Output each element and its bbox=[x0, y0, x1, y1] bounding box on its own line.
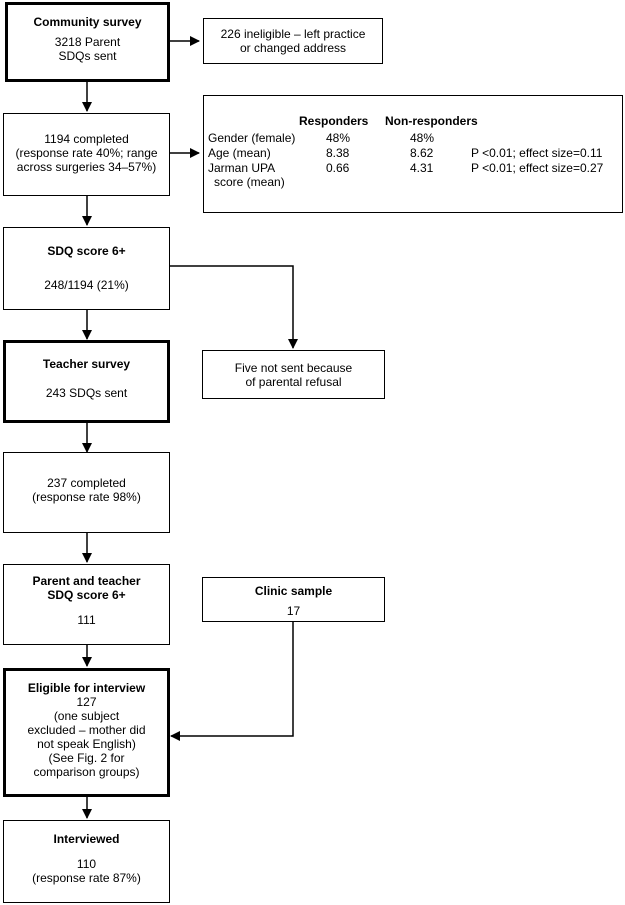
completed2-line-2: (response rate 98%) bbox=[32, 490, 141, 504]
parent-teacher-box: Parent and teacher SDQ score 6+ 111 bbox=[3, 564, 170, 645]
row-gender-nonresponders: 48% bbox=[410, 131, 435, 145]
community-survey-box: Community survey 3218 Parent SDQs sent bbox=[5, 2, 170, 82]
eligible-line-5: (See Fig. 2 for bbox=[48, 751, 125, 765]
row-age-nonresponders: 8.62 bbox=[410, 146, 434, 160]
ineligible-line-1: 226 ineligible – left practice bbox=[220, 27, 366, 41]
row-jarman-note: P <0.01; effect size=0.27 bbox=[471, 161, 604, 175]
eligible-interview-box: Eligible for interview 127 (one subject … bbox=[3, 668, 170, 797]
parent-teacher-value: 111 bbox=[77, 613, 96, 627]
completed1-line-3: across surgeries 34–57%) bbox=[16, 160, 157, 174]
eligible-line-3: excluded – mother did bbox=[27, 723, 146, 737]
interviewed-line-1: 110 bbox=[76, 857, 97, 871]
interviewed-line-2: (response rate 87%) bbox=[32, 871, 141, 885]
row-age-note: P <0.01; effect size=0.11 bbox=[471, 146, 603, 160]
parent-teacher-title-1: Parent and teacher bbox=[32, 574, 141, 588]
interviewed-title: Interviewed bbox=[53, 832, 120, 846]
interviewed-box: Interviewed 110 (response rate 87%) bbox=[3, 820, 170, 903]
arrow-clinic-to-eligible bbox=[170, 622, 294, 741]
sdq-score-title: SDQ score 6+ bbox=[47, 244, 126, 258]
header-responders: Responders bbox=[299, 114, 369, 128]
community-line-2: SDQs sent bbox=[58, 49, 117, 63]
eligible-line-6: comparison groups) bbox=[33, 765, 140, 779]
eligible-title: Eligible for interview bbox=[27, 681, 146, 695]
row-jarman-label-2: score (mean) bbox=[214, 175, 285, 189]
row-age-label: Age (mean) bbox=[208, 146, 271, 160]
row-jarman-label: Jarman UPA bbox=[208, 161, 276, 175]
teacher-survey-title: Teacher survey bbox=[42, 357, 131, 371]
header-non-responders: Non-responders bbox=[385, 114, 478, 128]
eligible-line-2: (one subject bbox=[53, 709, 120, 723]
completed-1194-box: 1194 completed (response rate 40%; range… bbox=[3, 113, 170, 196]
teacher-survey-box: Teacher survey 243 SDQs sent bbox=[3, 340, 170, 423]
completed1-line-1: 1194 completed bbox=[44, 132, 129, 146]
teacher-survey-value: 243 SDQs sent bbox=[45, 386, 128, 400]
clinic-sample-title: Clinic sample bbox=[254, 584, 333, 598]
community-line-1: 3218 Parent bbox=[54, 35, 121, 49]
completed1-line-2: (response rate 40%; range bbox=[15, 146, 158, 160]
eligible-line-1: 127 bbox=[76, 695, 97, 709]
row-gender-responders: 48% bbox=[326, 131, 351, 145]
clinic-sample-box: Clinic sample 17 bbox=[202, 577, 385, 622]
arrow-sdq6-to-fivenot bbox=[170, 265, 298, 349]
parent-teacher-title-2: SDQ score 6+ bbox=[47, 588, 126, 602]
fivenot-line-2: of parental refusal bbox=[245, 375, 342, 389]
row-jarman-responders: 0.66 bbox=[326, 161, 350, 175]
sdq-score-value: 248/1194 (21%) bbox=[44, 278, 129, 292]
five-not-sent-box: Five not sent because of parental refusa… bbox=[202, 350, 385, 399]
row-age-responders: 8.38 bbox=[326, 146, 350, 160]
completed2-line-1: 237 completed bbox=[47, 476, 126, 490]
clinic-sample-value: 17 bbox=[286, 604, 301, 618]
ineligible-line-2: or changed address bbox=[239, 41, 347, 55]
eligible-line-4: not speak English) bbox=[37, 737, 136, 751]
row-gender-label: Gender (female) bbox=[208, 131, 296, 145]
ineligible-box: 226 ineligible – left practice or change… bbox=[203, 18, 383, 64]
fivenot-line-1: Five not sent because bbox=[234, 361, 353, 375]
sdq-score-box: SDQ score 6+ 248/1194 (21%) bbox=[3, 227, 170, 310]
completed-237-box: 237 completed (response rate 98%) bbox=[3, 452, 170, 533]
responder-comparison-box: Responders Non-responders Gender (female… bbox=[203, 95, 623, 213]
community-survey-title: Community survey bbox=[33, 15, 142, 29]
row-jarman-nonresponders: 4.31 bbox=[410, 161, 434, 175]
